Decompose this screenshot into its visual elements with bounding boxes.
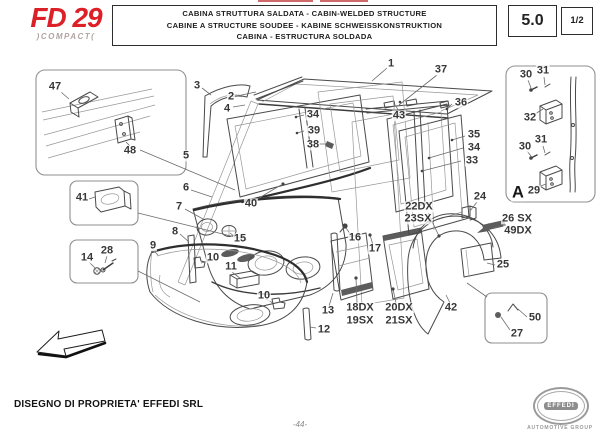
inset-detail-50-27 bbox=[466, 282, 548, 344]
part-label-22DX: 22DX bbox=[404, 200, 434, 213]
part-label-4: 4 bbox=[222, 102, 232, 115]
part-label-38: 38 bbox=[305, 138, 321, 151]
part-label-12: 12 bbox=[316, 323, 332, 336]
part-label-36: 36 bbox=[453, 96, 469, 109]
part-label-34-pillar: 34 bbox=[305, 108, 321, 121]
part-label-27: 27 bbox=[509, 327, 525, 340]
windshield-top-rail-drawing bbox=[365, 98, 450, 114]
part-label-11: 11 bbox=[224, 260, 238, 273]
model-subname: )COMPACT( bbox=[36, 32, 96, 41]
part-label-13: 13 bbox=[320, 304, 336, 317]
part-label-2: 2 bbox=[226, 90, 236, 103]
direction-arrow-icon bbox=[36, 329, 107, 359]
part-label-24: 24 bbox=[472, 190, 488, 203]
part-label-47: 47 bbox=[47, 80, 63, 93]
page-number: -44- bbox=[292, 420, 308, 429]
inset-detail-hinges-a bbox=[505, 65, 596, 203]
part-label-32: 32 bbox=[522, 111, 538, 124]
part-label-48: 48 bbox=[122, 144, 138, 157]
part-label-21SX: 21SX bbox=[384, 314, 414, 327]
part-label-19SX: 19SX bbox=[345, 314, 375, 327]
part-label-43: 43 bbox=[391, 109, 407, 122]
part-label-16: 16 bbox=[347, 231, 363, 244]
part-label-18DX: 18DX bbox=[345, 301, 375, 314]
part-label-28: 28 bbox=[99, 244, 115, 257]
part-label-6: 6 bbox=[181, 181, 191, 194]
part-label-1: 1 bbox=[386, 57, 396, 70]
brand-logo: FD 29 )COMPACT( bbox=[16, 3, 116, 41]
part-label-3: 3 bbox=[192, 79, 202, 92]
part-label-10-left: 10 bbox=[205, 251, 221, 264]
part-label-14: 14 bbox=[79, 251, 95, 264]
sheet-number-box: 1/2 bbox=[561, 7, 593, 35]
title-line-es: CABINA - ESTRUCTURA SOLDADA bbox=[236, 32, 373, 42]
effedi-logo: EFFEDI bbox=[533, 387, 589, 425]
effedi-logo-subtext: AUTOMOTIVE GROUP bbox=[527, 425, 593, 431]
part-label-A: A bbox=[511, 183, 525, 202]
property-notice: DISEGNO DI PROPRIETA' EFFEDI SRL bbox=[14, 399, 204, 410]
part-label-34-door: 34 bbox=[466, 141, 482, 154]
part-label-5: 5 bbox=[181, 149, 191, 162]
model-name: FD 29 bbox=[30, 2, 102, 33]
left-corner-panel-drawing bbox=[177, 76, 304, 286]
part-label-23SX: 23SX bbox=[403, 212, 433, 225]
leader-lines bbox=[152, 67, 505, 329]
part-label-33: 33 bbox=[464, 154, 480, 167]
part-label-26SX: 26 SX bbox=[501, 212, 533, 225]
inset-detail-47-48 bbox=[35, 69, 236, 191]
part-label-42: 42 bbox=[443, 301, 459, 314]
inset-detail-14-28 bbox=[69, 239, 201, 303]
part-label-30-bottom: 30 bbox=[517, 140, 533, 153]
fender-drawing bbox=[407, 205, 506, 335]
part-label-10-right: 10 bbox=[256, 289, 272, 302]
bumper-drawing bbox=[146, 232, 341, 341]
part-label-39: 39 bbox=[306, 124, 322, 137]
part-label-31-bottom: 31 bbox=[533, 133, 549, 146]
part-label-8: 8 bbox=[170, 225, 180, 238]
part-label-30-top: 30 bbox=[518, 68, 534, 81]
part-label-35: 35 bbox=[466, 128, 482, 141]
step-panels-drawing bbox=[330, 113, 430, 306]
title-line-fr-de: CABINE A STRUCTURE SOUDEE - KABINE SCHWE… bbox=[166, 20, 443, 30]
title-box: CABINA STRUTTURA SALDATA - CABIN-WELDED … bbox=[112, 5, 497, 46]
front-panel-drawing bbox=[187, 195, 347, 310]
section-number-box: 5.0 bbox=[508, 5, 557, 37]
part-label-31-top: 31 bbox=[535, 64, 551, 77]
part-label-17: 17 bbox=[367, 242, 383, 255]
part-label-7: 7 bbox=[174, 200, 184, 213]
part-label-49DX: 49DX bbox=[503, 224, 533, 237]
effedi-logo-ring bbox=[537, 391, 585, 421]
part-label-40: 40 bbox=[243, 197, 259, 210]
part-label-50: 50 bbox=[527, 311, 543, 324]
clipped-red-text-fragment bbox=[258, 0, 313, 3]
part-label-37: 37 bbox=[433, 63, 449, 76]
part-label-20DX: 20DX bbox=[384, 301, 414, 314]
effedi-logo-text: EFFEDI bbox=[544, 402, 578, 410]
part-label-29: 29 bbox=[526, 184, 542, 197]
part-label-15: 15 bbox=[232, 232, 248, 245]
clipped-red-text-fragment bbox=[320, 0, 368, 3]
title-line-it-en: CABINA STRUTTURA SALDATA - CABIN-WELDED … bbox=[182, 9, 427, 19]
inset-detail-41 bbox=[69, 180, 248, 241]
part-label-41: 41 bbox=[74, 191, 90, 204]
part-label-25: 25 bbox=[495, 258, 511, 271]
part-label-9: 9 bbox=[148, 239, 158, 252]
